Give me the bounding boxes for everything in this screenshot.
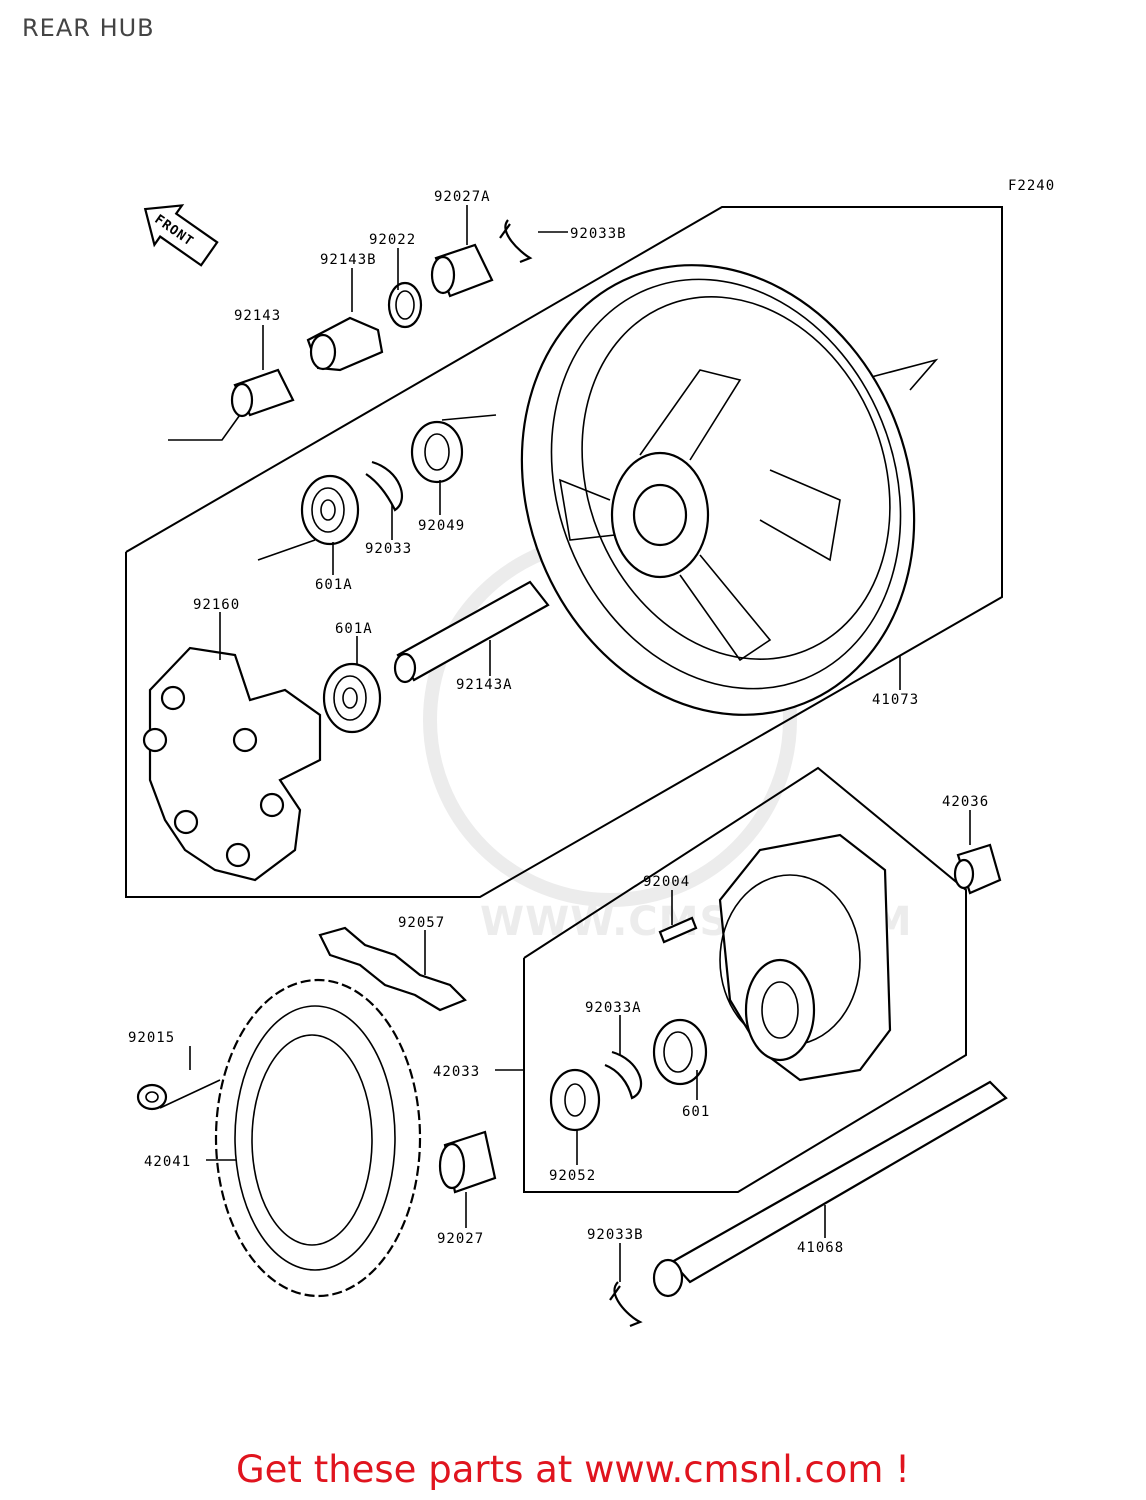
- page-title: REAR HUB: [22, 14, 155, 42]
- bearing-601: [652, 1018, 708, 1086]
- hub-assembly-frame: [523, 766, 967, 1193]
- collar-92027: [438, 1130, 497, 1194]
- seal-92049: [410, 420, 464, 484]
- leader-lines: [189, 205, 971, 1282]
- collar-42036: [953, 843, 1002, 895]
- callout-92057: 92057: [398, 915, 445, 931]
- axle-41068: [652, 1080, 1008, 1298]
- callout-601A-upper: 601A: [315, 577, 353, 593]
- callout-92143: 92143: [234, 308, 281, 324]
- callout-92033A: 92033A: [585, 1000, 642, 1016]
- callout-92049: 92049: [418, 518, 465, 534]
- callout-92160: 92160: [193, 597, 240, 613]
- callout-42033: 42033: [433, 1064, 480, 1080]
- figure-code: F2240: [1008, 178, 1055, 194]
- collar-92143: [230, 368, 295, 418]
- stud-92004: [658, 916, 698, 944]
- callout-92004: 92004: [643, 874, 690, 890]
- callout-92022: 92022: [369, 232, 416, 248]
- upper-assembly-frame: [125, 206, 1003, 898]
- sleeve-92143A: [393, 580, 550, 684]
- collar-92143B: [306, 316, 384, 372]
- callout-92033: 92033: [365, 541, 412, 557]
- circlip-92033: [365, 460, 404, 512]
- damper-92160: [142, 646, 322, 882]
- circlip-92033A: [604, 1050, 643, 1100]
- ring-92022: [387, 281, 423, 329]
- front-arrow-icon: FRONT: [143, 204, 219, 267]
- axis-lines: [159, 358, 939, 1109]
- callout-92027A: 92027A: [434, 189, 491, 205]
- callout-92143A: 92143A: [456, 677, 513, 693]
- chain-92057: [318, 926, 467, 1012]
- callout-92015: 92015: [128, 1030, 175, 1046]
- sprocket-42041: [214, 978, 422, 1298]
- circlip-92033B-bottom: [609, 1281, 643, 1328]
- callout-92027: 92027: [437, 1231, 484, 1247]
- callout-41068: 41068: [797, 1240, 844, 1256]
- wheel-rim: [520, 264, 916, 716]
- sprocket-hub: [718, 833, 892, 1082]
- callout-42036: 42036: [942, 794, 989, 810]
- callout-92033B-bottom: 92033B: [587, 1227, 644, 1243]
- callout-92143B: 92143B: [320, 252, 377, 268]
- callouts: 92027A 92033B 92022 92143B 92143 92049 9…: [128, 189, 989, 1256]
- collar-92027A: [430, 243, 494, 298]
- bearing-601A-lower: [322, 662, 382, 734]
- nut-92015: [136, 1083, 168, 1111]
- circlip-92033B-top: [499, 219, 533, 264]
- footer-link[interactable]: Get these parts at www.cmsnl.com !: [235, 1448, 910, 1491]
- seal-92052: [549, 1068, 601, 1132]
- callout-92052: 92052: [549, 1168, 596, 1184]
- rear-hub-diagram: WWW.CMSNL.COM F2240 FRONT: [125, 178, 1055, 1328]
- callout-601: 601: [682, 1104, 710, 1120]
- callout-92033B-top: 92033B: [570, 226, 627, 242]
- callout-601A: 601A: [335, 621, 373, 637]
- callout-41073: 41073: [872, 692, 919, 708]
- bearing-601A-upper: [300, 474, 360, 546]
- callout-42041: 42041: [144, 1154, 191, 1170]
